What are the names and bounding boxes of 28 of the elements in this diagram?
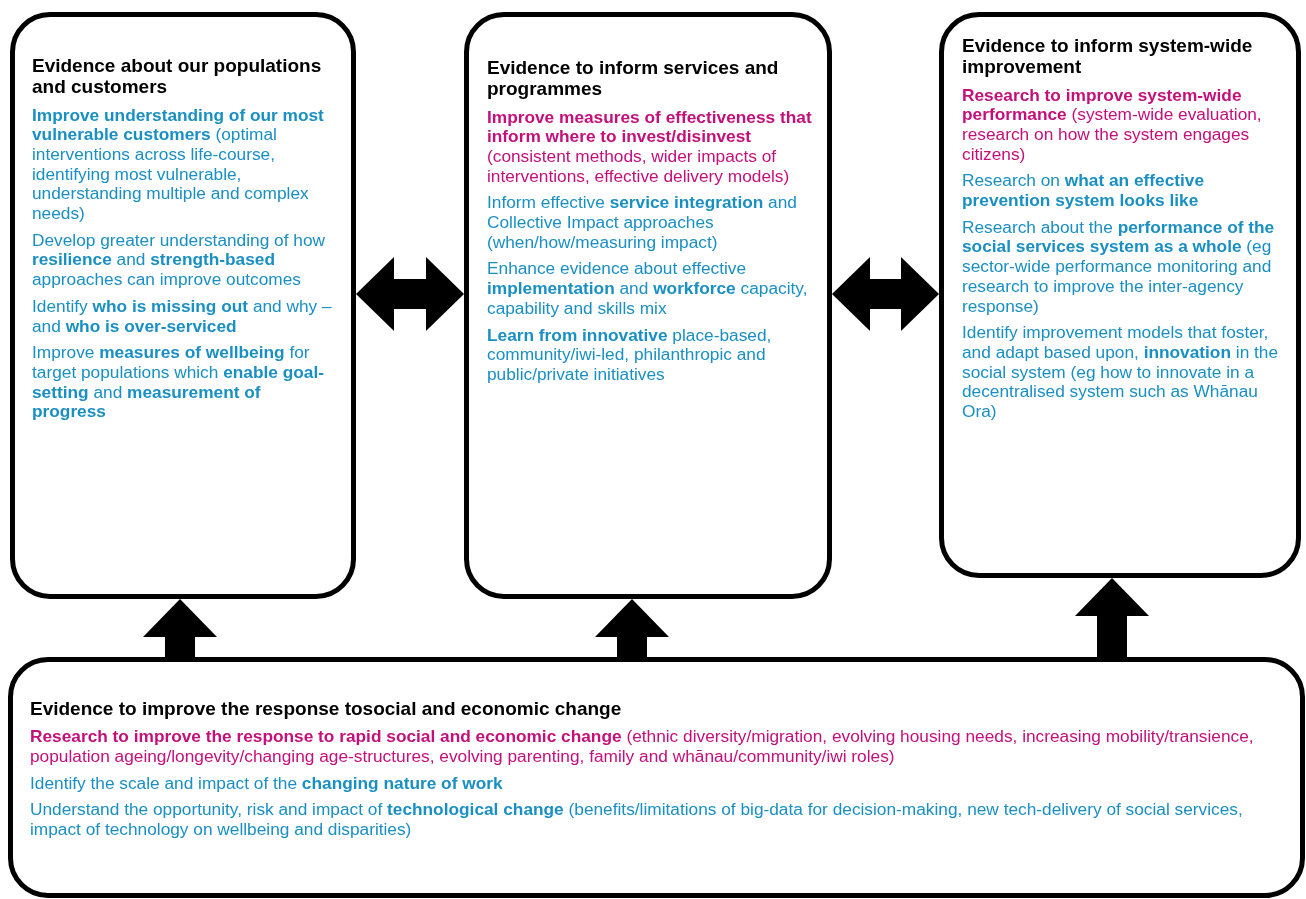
body-text: Research on what an effective prevention system looks like <box>962 171 1206 211</box>
block-arrow <box>595 599 669 657</box>
body-text: Improve measures of wellbeing for target populations which enable goal-setting and measurement of progress <box>32 343 325 423</box>
body-text: Understand the opportunity, risk and impact of technological change (benefits/limitations of big-data for decision-making, new tech-delivery of social services, impact of technology on wellbeing and disparities) <box>30 800 1244 840</box>
body-text: Inform effective service integration and Collective Impact approaches (when/how/measuring impact) <box>487 193 798 253</box>
block-arrow <box>356 257 464 331</box>
body-text: Identify improvement models that foster, and adapt based upon, innovation in the social system (eg how to innovate in a decentralised system such as Whānau Ora) <box>962 323 1280 422</box>
body-text: Identify who is missing out and why – and who is over-serviced <box>32 296 333 337</box>
block-arrow <box>832 257 939 331</box>
box-heading: Evidence to improve the response tosocial and economic change <box>30 698 623 720</box>
box-heading: Evidence about our populations and customers <box>32 55 323 98</box>
block-arrow <box>1075 578 1149 657</box>
block-arrow <box>143 599 217 657</box>
rounded-box <box>464 12 832 599</box>
box-heading: Evidence to inform system-wide improvement <box>962 35 1254 78</box>
body-text: Research about the performance of the social services system as a whole (eg sector-wide performance monitoring and research to improve the inter-agency response) <box>962 217 1276 317</box>
body-text: Enhance evidence about effective implementation and workforce capacity, capability and skills mix <box>487 259 809 319</box>
body-text: Improve measures of effectiveness that inform where to invest/disinvest (consistent methods, wider impacts of interventions, effective delivery models) <box>487 107 813 187</box>
body-text: Identify the scale and impact of the changing nature of work <box>30 773 504 794</box>
body-text: Research to improve the response to rapid social and economic change (ethnic diversity/migration, evolving housing needs, increasing mobility/transience, population ageing/longevity/changing age-structures, evolving parenting, family and whānau/community/iwi roles) <box>30 727 1255 767</box>
body-text: Research to improve system-wide performance (system-wide evaluation, research on how the system engages citizens) <box>962 85 1263 165</box>
box-heading: Evidence to inform services and programmes <box>487 57 780 100</box>
body-text: Develop greater understanding of how resilience and strength-based approaches can improve outcomes <box>32 230 326 290</box>
rounded-box <box>8 657 1305 898</box>
body-text: Learn from innovative place-based, community/iwi-led, philanthropic and public/private initiatives <box>487 325 773 385</box>
rounded-box <box>939 12 1301 578</box>
rounded-box <box>10 12 356 599</box>
body-text: Improve understanding of our most vulnerable customers (optimal interventions across life-course, identifying most vulnerable, understanding multiple and complex needs) <box>32 105 325 224</box>
